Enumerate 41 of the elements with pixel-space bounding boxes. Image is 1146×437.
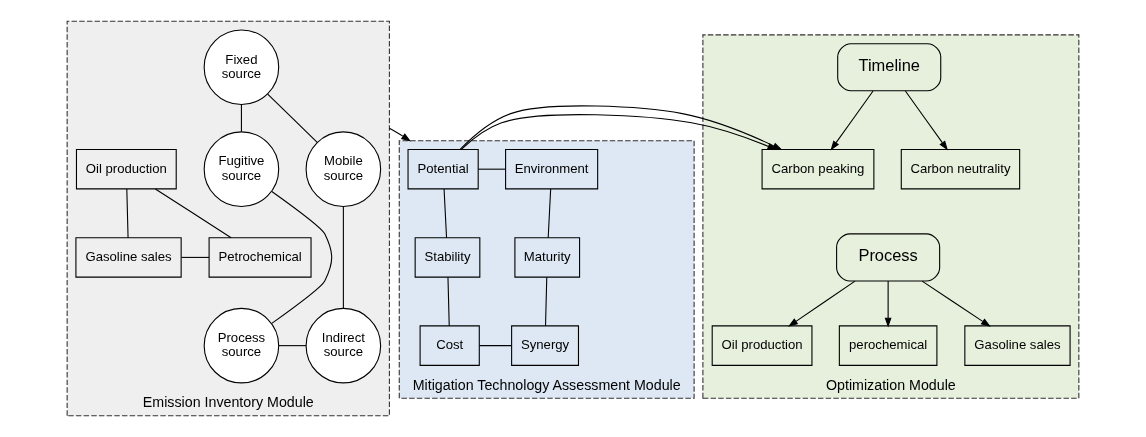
connector (271, 190, 333, 324)
node-circle: Process source (203, 307, 280, 384)
node-box: Environment (505, 148, 599, 190)
node-box: Oil production (711, 325, 813, 366)
node-box: Carbon neutrality (900, 148, 1021, 190)
node-box: Timeline (837, 43, 942, 92)
arrow (388, 127, 411, 142)
node-box: Gasoline sales (964, 325, 1071, 366)
connector (478, 345, 512, 347)
node-box: Oil production (75, 148, 177, 190)
arrow (921, 280, 991, 327)
arrow (884, 280, 892, 328)
node-box: Stability (414, 237, 481, 278)
node-box: Carbon peaking (761, 148, 875, 190)
node-box: Process (836, 233, 941, 282)
arrow (904, 90, 948, 151)
connector (443, 188, 448, 239)
connector (180, 256, 210, 258)
node-box: Petrochemical (208, 237, 312, 278)
arrow (830, 90, 874, 151)
node-box: Cost (419, 325, 480, 366)
connector (154, 188, 232, 239)
node-box: Synergy (511, 325, 580, 366)
connector (544, 276, 548, 327)
node-box: Gasoline sales (75, 237, 182, 278)
node-circle: Mobile source (305, 131, 382, 207)
connector (267, 93, 318, 143)
node-box: perochemical (838, 325, 938, 366)
connector (447, 276, 450, 327)
connector (126, 188, 129, 239)
connector (342, 206, 344, 309)
node-circle: Indirect source (305, 307, 382, 384)
connector (547, 188, 552, 239)
connector (278, 345, 307, 347)
node-box: Maturity (514, 237, 581, 278)
arrow (788, 280, 856, 327)
connector (240, 104, 242, 133)
node-box: Potential (407, 148, 479, 190)
node-circle: Fixed source (203, 29, 280, 106)
node-circle: Fugitive source (203, 131, 280, 207)
connector (477, 168, 507, 170)
